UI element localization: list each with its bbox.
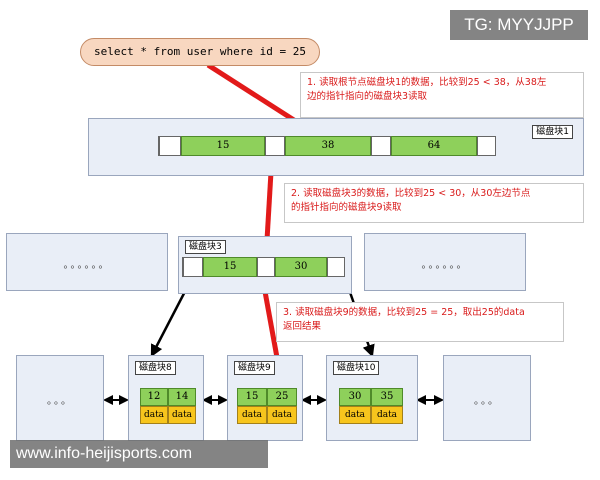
- disk-block-8-label: 磁盘块8: [135, 361, 176, 375]
- root-pointer-2: [265, 136, 285, 156]
- mid-key-2: 30: [275, 257, 327, 277]
- note-step-2-line-1: 2. 读取磁盘块3的数据，比较到25 < 30，从30左边节点: [291, 188, 531, 199]
- leaf10-key-2: 35: [371, 388, 403, 406]
- note-step-3-line-1: 3. 读取磁盘块9的数据，比较到25 = 25，取出25的data: [283, 307, 525, 318]
- note-step-2: 2. 读取磁盘块3的数据，比较到25 < 30，从30左边节点 的指针指向的磁盘…: [284, 183, 584, 223]
- disk-block-3-label: 磁盘块3: [185, 240, 226, 254]
- leaf-left-ellipsis: 。。。: [47, 396, 73, 407]
- note-step-3-line-2: 返回结果: [283, 321, 322, 332]
- disk-block-9-panel: 磁盘块9 15 25 data data: [227, 355, 303, 441]
- disk-block-1-panel: 磁盘块1: [88, 118, 584, 176]
- disk-block-9-label: 磁盘块9: [234, 361, 275, 375]
- note-step-1-line-1: 1. 读取根节点磁盘块1的数据，比较到25 < 38，从38左: [307, 77, 547, 88]
- mid-left-ellipsis: 。。。。。。: [63, 260, 111, 271]
- disk-block-8-panel: 磁盘块8 12 14 data data: [128, 355, 204, 441]
- mid-node-strip: 15 30: [182, 257, 345, 277]
- sql-query-pill: select * from user where id = 25: [80, 38, 320, 66]
- note-step-1-line-2: 边的指针指向的磁盘块3读取: [307, 91, 428, 102]
- mid-right-ellipsis-panel: 。。。。。。: [364, 233, 526, 291]
- watermark-top: TG: MYYJJPP: [450, 10, 588, 40]
- watermark-bottom: www.info-heijisports.com: [10, 440, 268, 468]
- mid-pointer-2: [257, 257, 275, 277]
- root-pointer-4: [477, 136, 496, 156]
- disk-block-1-label: 磁盘块1: [532, 125, 573, 139]
- root-key-3: 64: [391, 136, 477, 156]
- leaf9-key-2: 25: [267, 388, 297, 406]
- disk-block-10-label: 磁盘块10: [333, 361, 380, 375]
- root-pointer-3: [371, 136, 391, 156]
- note-step-2-line-2: 的指针指向的磁盘块9读取: [291, 202, 402, 213]
- leaf-right-ellipsis: 。。。: [474, 396, 500, 407]
- root-pointer-1: [159, 136, 181, 156]
- leaf9-data-1: data: [237, 406, 267, 424]
- note-step-3: 3. 读取磁盘块9的数据，比较到25 = 25，取出25的data 返回结果: [276, 302, 564, 342]
- root-node-strip: 15 38 64: [158, 136, 496, 156]
- leaf8-key-1: 12: [140, 388, 168, 406]
- leaf8-data-2: data: [168, 406, 196, 424]
- mid-pointer-3: [327, 257, 345, 277]
- disk-block-10-panel: 磁盘块10 30 35 data data: [326, 355, 418, 441]
- leaf8-data-1: data: [140, 406, 168, 424]
- root-key-2: 38: [285, 136, 371, 156]
- mid-right-ellipsis: 。。。。。。: [421, 260, 469, 271]
- mid-key-1: 15: [203, 257, 257, 277]
- mid-pointer-1: [183, 257, 203, 277]
- leaf9-data-2: data: [267, 406, 297, 424]
- leaf10-key-1: 30: [339, 388, 371, 406]
- mid-left-ellipsis-panel: 。。。。。。: [6, 233, 168, 291]
- leaf10-data-1: data: [339, 406, 371, 424]
- leaf10-data-2: data: [371, 406, 403, 424]
- leaf-left-ellipsis-panel: 。。。: [16, 355, 104, 441]
- leaf-right-ellipsis-panel: 。。。: [443, 355, 531, 441]
- leaf9-key-1: 15: [237, 388, 267, 406]
- leaf8-key-2: 14: [168, 388, 196, 406]
- root-key-1: 15: [181, 136, 265, 156]
- note-step-1: 1. 读取根节点磁盘块1的数据，比较到25 < 38，从38左 边的指针指向的磁…: [300, 72, 584, 118]
